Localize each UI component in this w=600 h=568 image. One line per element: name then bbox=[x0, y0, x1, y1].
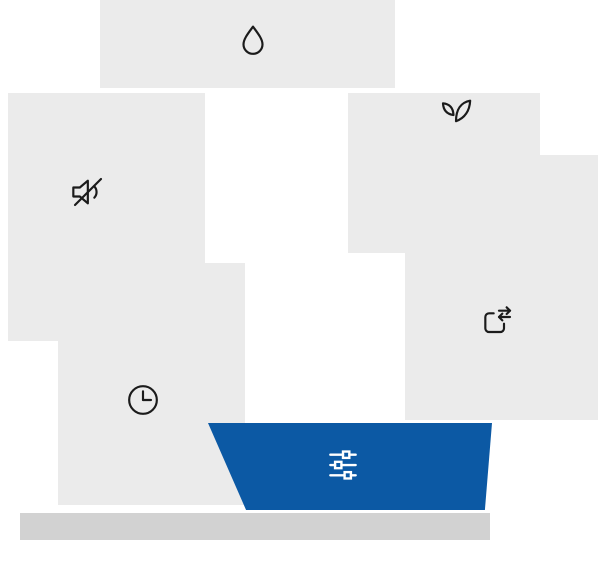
plug-sync-icon bbox=[477, 302, 517, 342]
base-bar bbox=[20, 513, 490, 540]
tile-lower-left bbox=[58, 263, 245, 505]
tile-top bbox=[100, 0, 395, 88]
water-drop-icon bbox=[233, 22, 273, 62]
sliders-icon bbox=[324, 446, 362, 484]
accent-wedge bbox=[208, 423, 492, 510]
clock-icon bbox=[123, 380, 163, 420]
volume-mute-icon bbox=[68, 172, 108, 212]
eco-leaves-icon bbox=[436, 92, 476, 132]
tile-right-lower bbox=[405, 155, 598, 420]
